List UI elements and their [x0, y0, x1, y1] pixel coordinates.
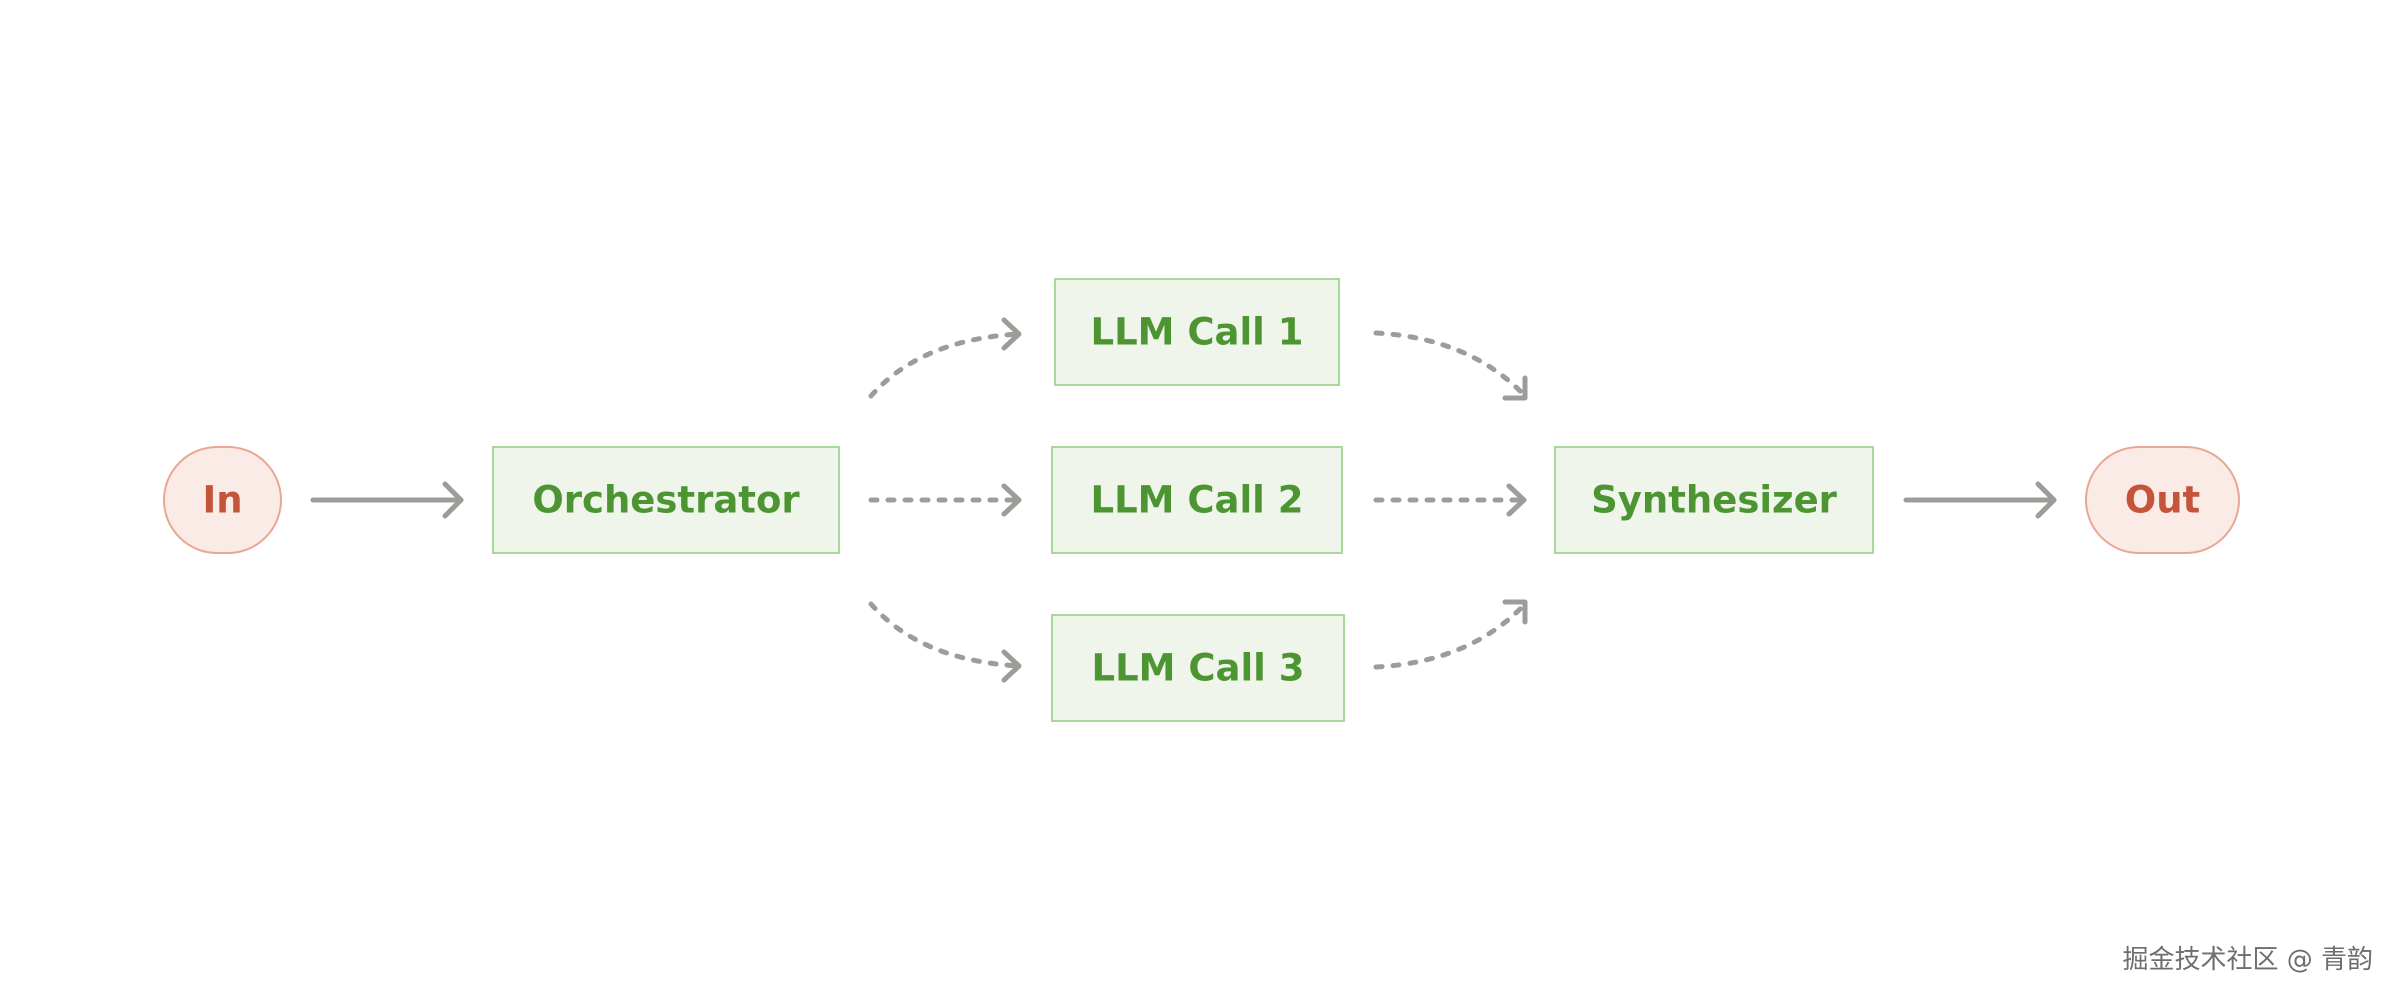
node-synthesizer-label: Synthesizer [1591, 479, 1838, 522]
arrowhead-icon [1001, 649, 1022, 683]
node-input-label: In [202, 479, 242, 522]
arrowhead-icon [1506, 483, 1527, 517]
edge-orchestrator-to-llm-call-2 [868, 483, 1022, 517]
node-input: In [163, 446, 282, 554]
node-llm-call-3: LLM Call 3 [1051, 614, 1345, 722]
process-box [492, 446, 840, 554]
arrowhead-icon [1001, 317, 1022, 351]
edge-line [1373, 330, 1528, 399]
arrowhead-icon [1001, 483, 1022, 517]
arrowhead-icon [2035, 481, 2057, 519]
node-llm-call-2: LLM Call 2 [1051, 446, 1343, 554]
arrowhead-icon [442, 481, 464, 519]
terminal-shape [2085, 446, 2240, 554]
edge-llm-call-3-to-synthesizer [1373, 599, 1528, 670]
process-box [1051, 446, 1343, 554]
edge-line [1373, 601, 1528, 670]
node-llm-call-3-label: LLM Call 3 [1092, 647, 1305, 690]
node-output-label: Out [2125, 479, 2200, 522]
edge-llm-call-2-to-synthesizer [1373, 483, 1527, 517]
node-llm-call-2-label: LLM Call 2 [1091, 479, 1304, 522]
edge-orchestrator-to-llm-call-1 [868, 317, 1022, 399]
node-llm-call-1-label: LLM Call 1 [1091, 311, 1304, 354]
process-box [1054, 278, 1340, 386]
edge-input-to-orchestrator [310, 481, 464, 519]
terminal-shape [163, 446, 282, 554]
edge-llm-call-1-to-synthesizer [1373, 330, 1528, 401]
edge-synthesizer-to-output [1903, 481, 2057, 519]
process-box [1051, 614, 1345, 722]
edge-orchestrator-to-llm-call-3 [868, 601, 1022, 683]
node-output: Out [2085, 446, 2240, 554]
watermark-text: 掘金技术社区 @ 青韵 [2122, 945, 2373, 975]
node-synthesizer: Synthesizer [1554, 446, 1874, 554]
edge-line [868, 331, 1021, 399]
node-orchestrator-label: Orchestrator [532, 479, 800, 522]
process-box [1554, 446, 1874, 554]
arrowhead-icon [1502, 599, 1528, 625]
edges [310, 317, 2057, 683]
node-orchestrator: Orchestrator [492, 446, 840, 554]
node-llm-call-1: LLM Call 1 [1054, 278, 1340, 386]
arrowhead-icon [1502, 375, 1528, 401]
edge-line [868, 601, 1021, 669]
